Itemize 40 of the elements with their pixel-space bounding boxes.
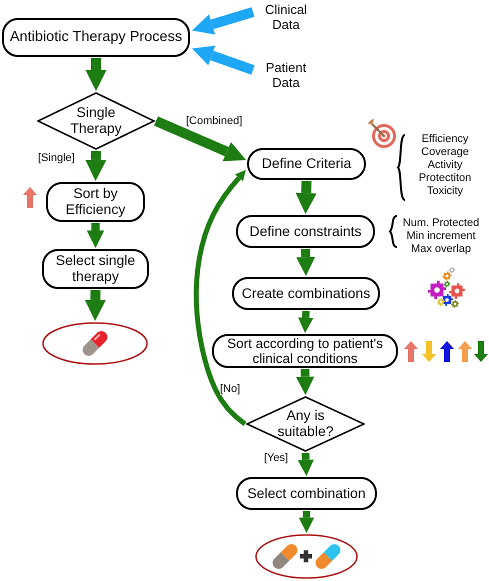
node-label: Select combination [247, 486, 366, 502]
result-oval [42, 322, 148, 365]
process-box [46, 182, 145, 222]
edge-label: [Yes] [264, 452, 288, 464]
process-box [212, 334, 398, 368]
decision-diamond [37, 92, 155, 150]
decision-diamond [246, 396, 365, 452]
node-label: Create combinations [242, 286, 370, 302]
node-label: Sort by Efficiency [64, 186, 126, 218]
arrow [154, 116, 246, 162]
process-box [236, 477, 377, 510]
criterion-text: Activity [428, 159, 462, 172]
process-box [232, 277, 380, 310]
criterion-text: Protectiton [418, 172, 472, 184]
edge-label: [Single] [38, 152, 75, 164]
constraint-text: Num. Protected [402, 217, 480, 230]
arrow [194, 170, 247, 426]
node-label: Define constraints [249, 224, 362, 240]
process-box [42, 249, 149, 289]
edge-label: [Combined] [186, 115, 242, 128]
node-label: Any is suitable? [276, 408, 335, 440]
process-box [247, 148, 366, 180]
input-text: Patient Data [264, 61, 308, 91]
criterion-text: Efficiency [422, 133, 468, 146]
node-label: Single Therapy [69, 105, 123, 137]
node-label: Select single therapy [54, 253, 136, 285]
node-label: Antibiotic Therapy Process [10, 29, 182, 46]
input-text: Clinical Data [264, 3, 308, 33]
criterion-text: Coverage [421, 146, 469, 158]
constraint-text: Max overlap [411, 243, 471, 256]
result-oval [255, 534, 358, 579]
arrow [192, 7, 256, 34]
process-box [236, 215, 375, 248]
edge-label: [No] [220, 383, 240, 396]
node-label: Sort according to patient's clinical conditions [226, 336, 384, 366]
arrow [192, 46, 256, 75]
constraint-text: Min increment [406, 230, 476, 242]
node-label: Define Criteria [262, 156, 352, 172]
criterion-text: Toxicity [426, 185, 464, 198]
process-box [2, 18, 190, 57]
